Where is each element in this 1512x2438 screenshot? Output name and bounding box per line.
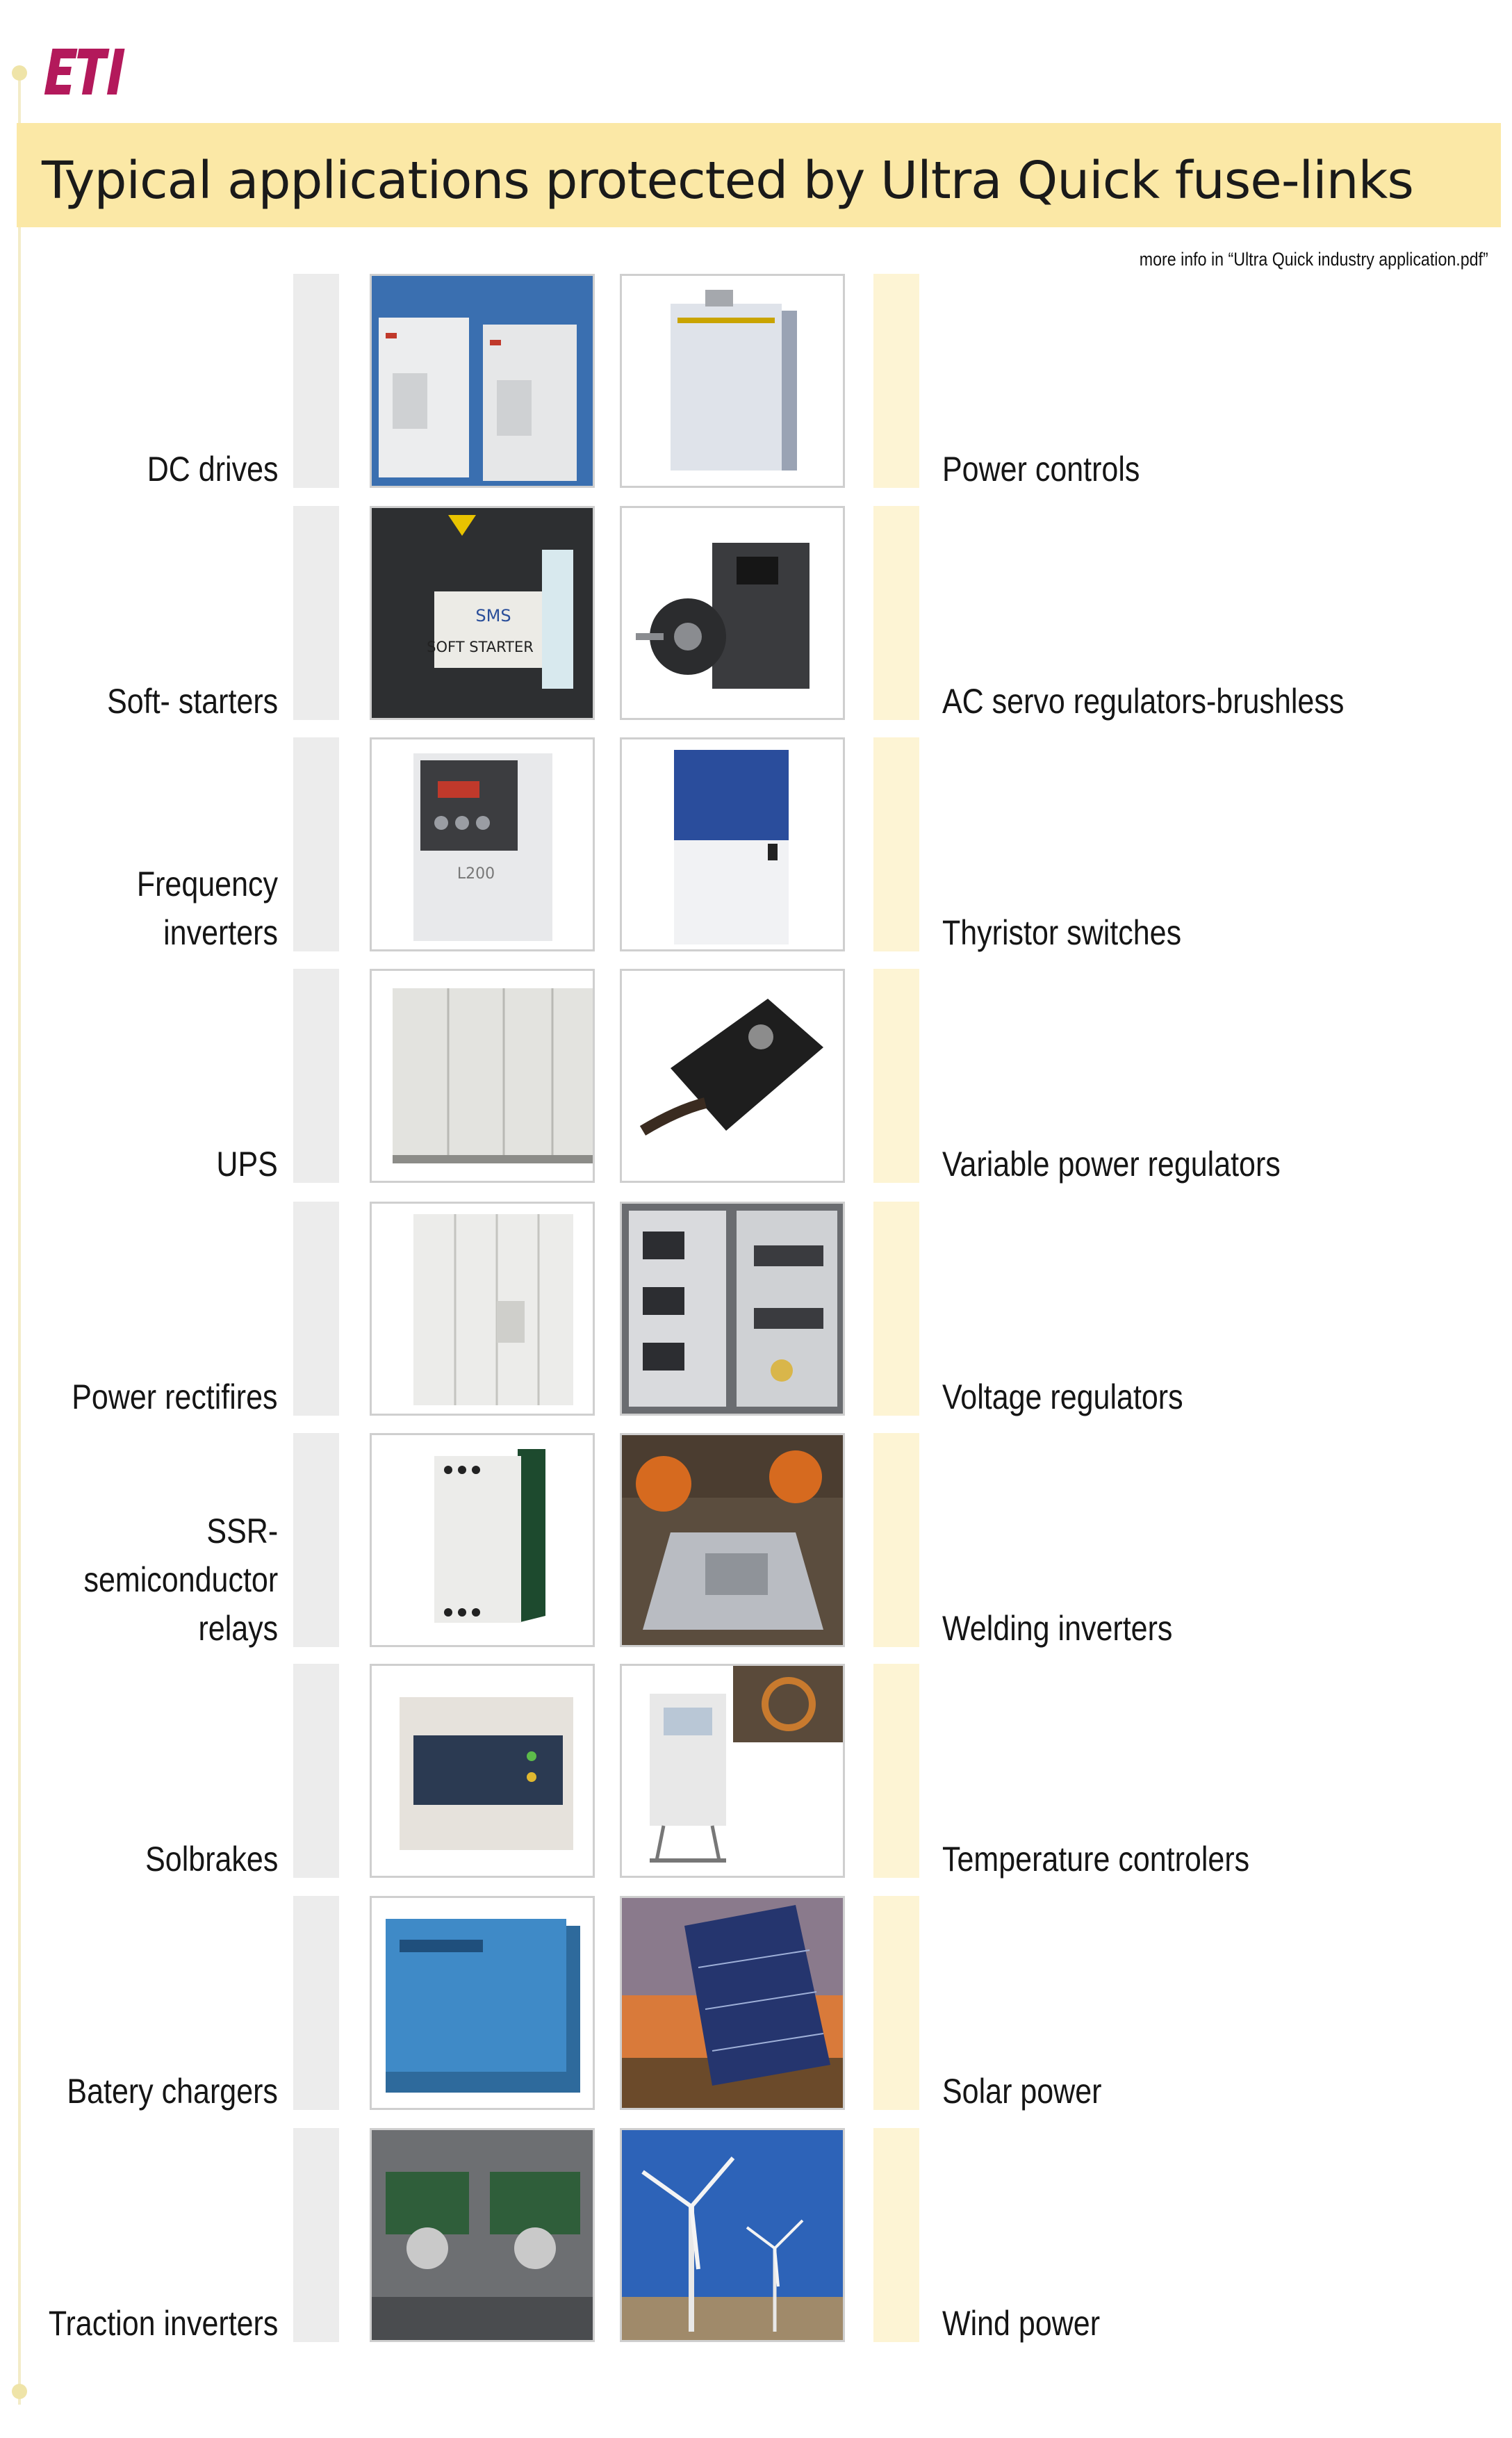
application-label-line: semiconductor	[83, 1560, 278, 1599]
row-bar-right	[873, 1664, 919, 1878]
application-label-right: Power controls	[942, 450, 1140, 489]
application-label-left: Solbrakes	[145, 1840, 278, 1879]
row-bar-left	[293, 1202, 339, 1416]
frequency-inverter-photo: L200	[370, 737, 595, 951]
voltage-regulator-photo	[620, 1202, 845, 1416]
dc-drives-photo	[370, 274, 595, 488]
battery-charger-photo	[370, 1896, 595, 2110]
row-bar-right	[873, 969, 919, 1183]
soft-starter-photo: SMS SOFT STARTER	[370, 506, 595, 720]
row-bar-left	[293, 1896, 339, 2110]
page-title: Typical applications protected by Ultra …	[42, 151, 1414, 211]
edge-dot-top	[12, 65, 27, 81]
application-label-left: DC drives	[147, 450, 278, 489]
power-controls-photo	[620, 274, 845, 488]
eti-logo	[40, 39, 138, 103]
row-bar-right	[873, 506, 919, 720]
application-row: Frequency inverters L200 Thyristor switc…	[0, 737, 1512, 953]
row-bar-right	[873, 1202, 919, 1416]
temperature-controller-photo	[620, 1664, 845, 1878]
row-bar-left	[293, 1433, 339, 1647]
solar-panel-photo	[620, 1896, 845, 2110]
application-label-line: relays	[198, 1609, 278, 1648]
application-label-left: Soft- starters	[106, 682, 278, 721]
application-row: Power rectifires Voltage regulators	[0, 1202, 1512, 1417]
ssr-relay-photo	[370, 1433, 595, 1647]
application-row: Traction inverters Wind power	[0, 2128, 1512, 2343]
thyristor-switch-photo	[620, 737, 845, 951]
traction-inverter-photo	[370, 2128, 595, 2342]
application-label-right: Solar power	[942, 2072, 1102, 2111]
row-bar-left	[293, 506, 339, 720]
row-bar-right	[873, 1896, 919, 2110]
title-band: Typical applications protected by Ultra …	[17, 123, 1501, 227]
variable-power-regulator-photo	[620, 969, 845, 1183]
more-info-note: more info in “Ultra Quick industry appli…	[1139, 249, 1488, 270]
application-label-right: Welding inverters	[942, 1609, 1173, 1648]
ac-servo-photo	[620, 506, 845, 720]
row-bar-left	[293, 1664, 339, 1878]
application-label-line: SSR-	[206, 1512, 278, 1551]
application-label-left: Frequency inverters	[136, 865, 278, 952]
row-bar-right	[873, 1433, 919, 1647]
application-label-right: Variable power regulators	[942, 1145, 1281, 1184]
application-row: Solbrakes Temperature controlers	[0, 1664, 1512, 1879]
soft-starter-photo-label: SOFT STARTER	[427, 639, 534, 655]
edge-dot-bottom	[12, 2384, 27, 2399]
application-label-left: SSR- semiconductor relays	[83, 1507, 278, 1653]
welding-inverter-photo	[620, 1433, 845, 1647]
application-label-right: Voltage regulators	[942, 1377, 1183, 1416]
wind-power-photo	[620, 2128, 845, 2342]
inverter-model-label: L200	[457, 865, 495, 883]
ups-photo	[370, 969, 595, 1183]
row-bar-left	[293, 737, 339, 951]
solbrake-photo	[370, 1664, 595, 1878]
soft-starter-brand: SMS	[475, 606, 511, 625]
application-label-left: Batery chargers	[67, 2072, 278, 2111]
edge-line	[18, 69, 21, 2405]
application-label-left: UPS	[216, 1145, 278, 1184]
application-label-right: AC servo regulators-brushless	[942, 682, 1345, 721]
row-bar-right	[873, 737, 919, 951]
row-bar-left	[293, 969, 339, 1183]
application-row: DC drives Power controls	[0, 274, 1512, 489]
application-label-left: Traction inverters	[48, 2304, 278, 2343]
application-row: Batery chargers Solar power	[0, 1896, 1512, 2111]
application-label-left: Power rectifires	[72, 1377, 278, 1416]
row-bar-right	[873, 2128, 919, 2342]
application-label-right: Temperature controlers	[942, 1840, 1250, 1879]
row-bar-left	[293, 2128, 339, 2342]
power-rectifier-photo	[370, 1202, 595, 1416]
row-bar-left	[293, 274, 339, 488]
application-row: Soft- starters SMS SOFT STARTER AC servo …	[0, 506, 1512, 721]
application-row: UPS Variable power regulators	[0, 969, 1512, 1184]
application-row: SSR- semiconductor relays Welding invert…	[0, 1433, 1512, 1648]
row-bar-right	[873, 274, 919, 488]
application-label-right: Thyristor switches	[942, 913, 1182, 952]
application-label-right: Wind power	[942, 2304, 1101, 2343]
